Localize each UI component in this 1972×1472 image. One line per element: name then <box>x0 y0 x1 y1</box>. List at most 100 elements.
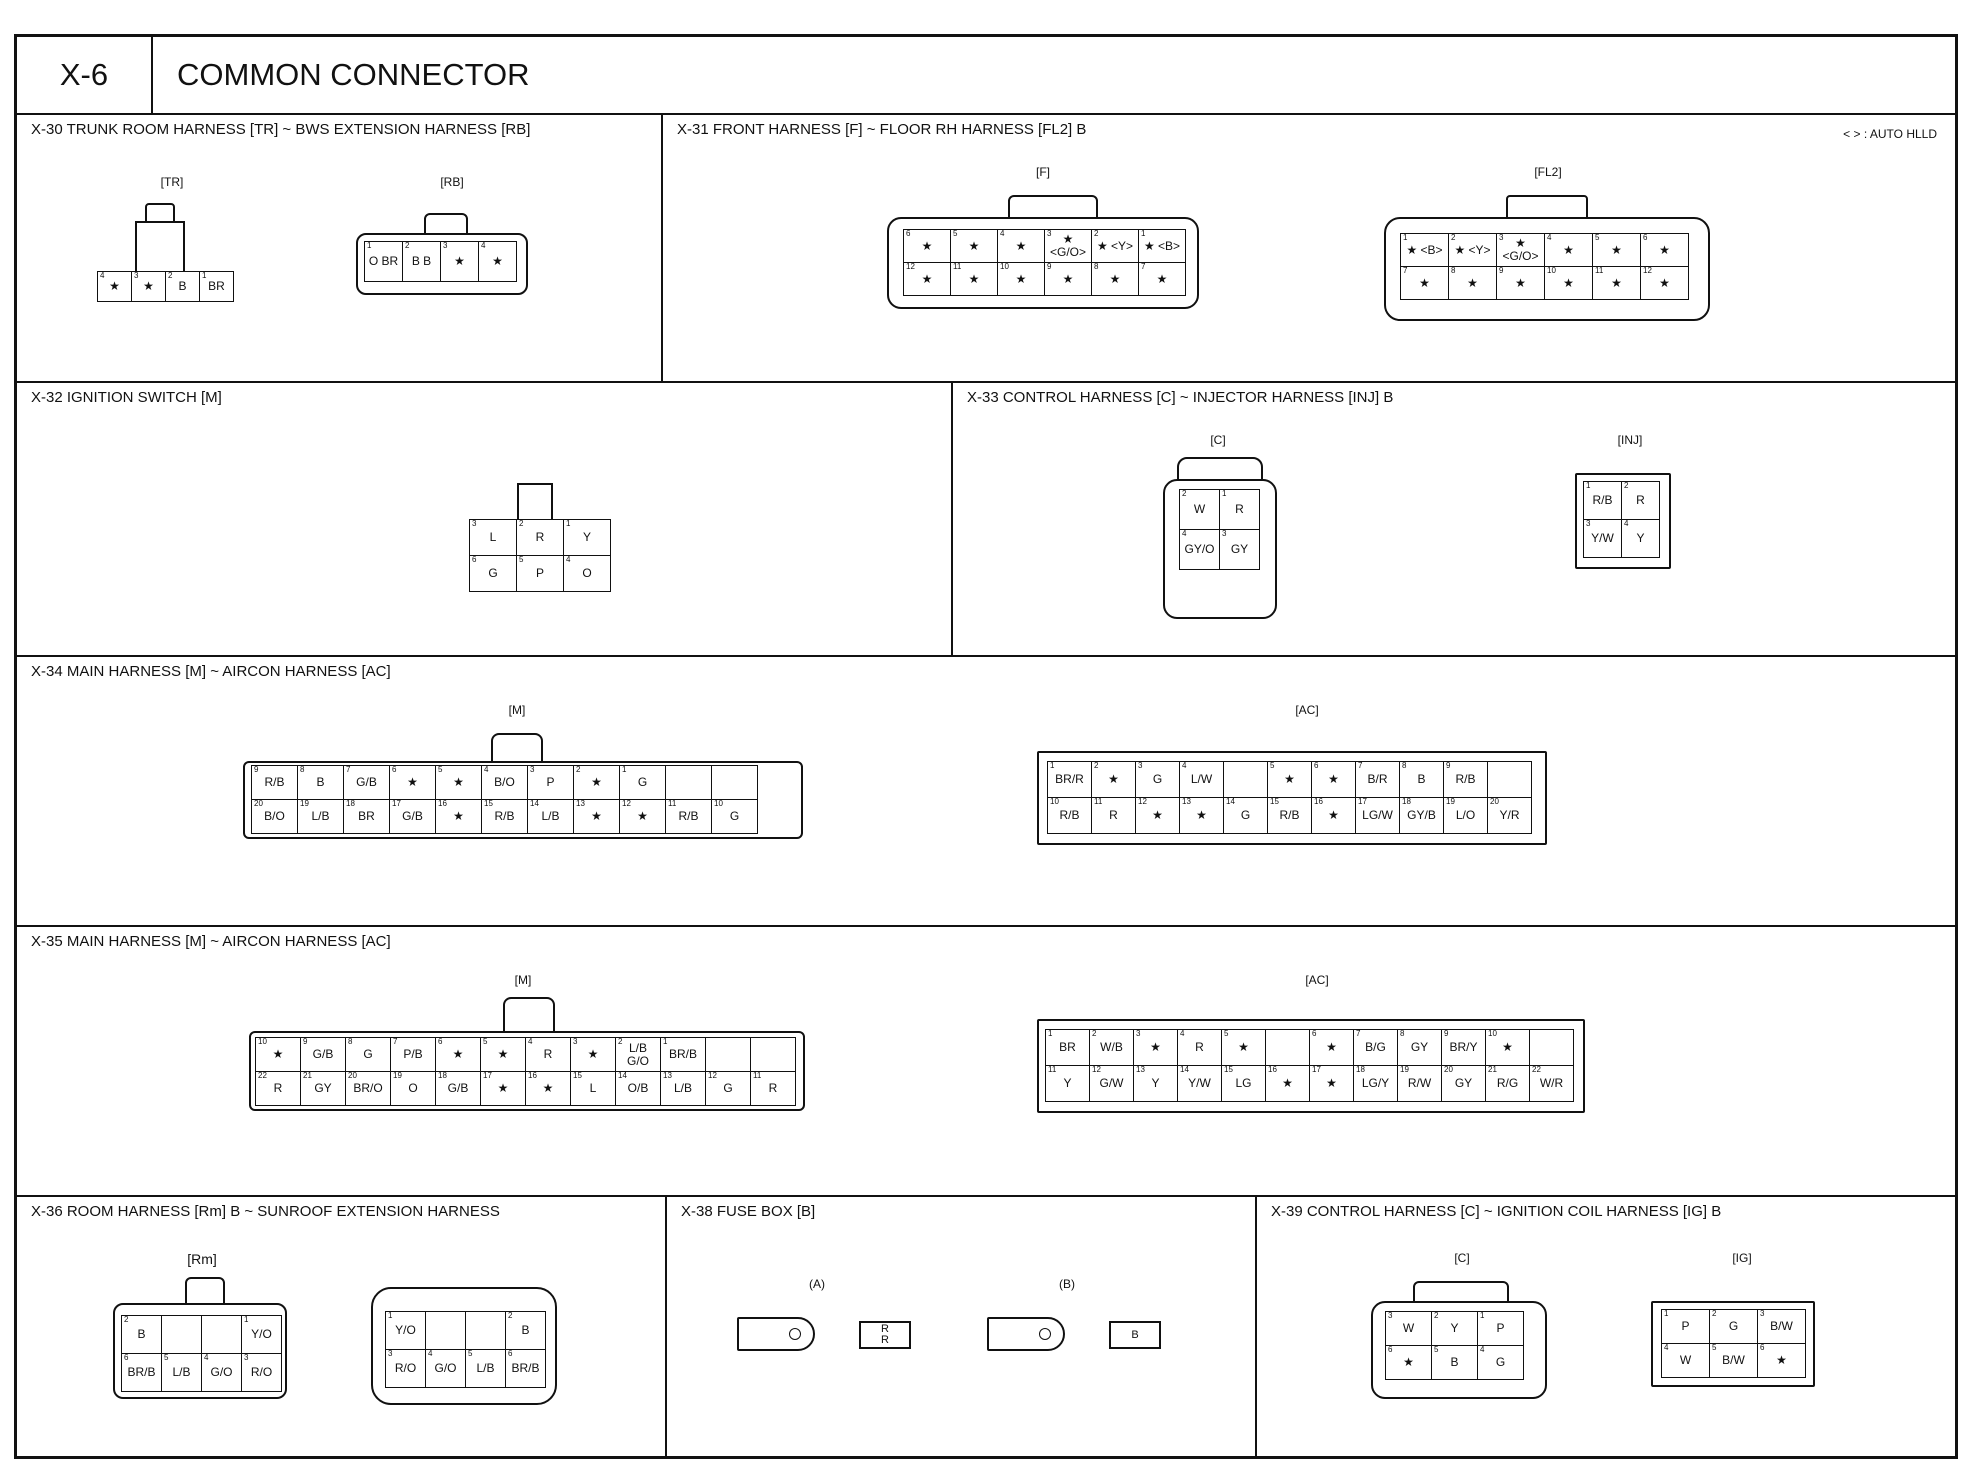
wire-color: ★ <box>1563 242 1574 257</box>
panel-x33: X-33 CONTROL HARNESS [C] ~ INJECTOR HARN… <box>953 383 1955 657</box>
pin-number: 2 <box>168 271 173 280</box>
panel-title: X-38 FUSE BOX [B] <box>681 1203 816 1220</box>
connector-label: [Rm] <box>187 1251 217 1267</box>
pin-number: 5 <box>438 765 443 774</box>
pin-number: 15 <box>1270 797 1279 806</box>
wire-color: R <box>1195 1040 1204 1055</box>
pin-cell <box>1224 762 1268 798</box>
wire-color: L/B G/O <box>626 1040 649 1068</box>
locking-tab <box>1008 195 1098 221</box>
pin-number: 4 <box>204 1353 209 1362</box>
panel-x35: X-35 MAIN HARNESS [M] ~ AIRCON HARNESS [… <box>17 927 1955 1197</box>
pin-number: 14 <box>618 1071 627 1080</box>
page-title: COMMON CONNECTOR <box>177 57 530 92</box>
pin-grid: 6★5★4★3★ <G/O>2★ <Y>1★ <B>12★11★10★9★8★7… <box>903 229 1186 296</box>
pin-number: 6 <box>124 1353 129 1362</box>
wire-color: ★ <box>1328 808 1339 823</box>
pin-number: 6 <box>1312 1029 1317 1038</box>
wire-color: B/O <box>494 775 515 790</box>
page-header: X-6 COMMON CONNECTOR <box>17 37 1955 115</box>
panel-x38: X-38 FUSE BOX [B] (A) R R (B) B <box>667 1197 1257 1459</box>
pin-cell-empty <box>712 766 758 800</box>
wire-color: W/B <box>1100 1040 1123 1055</box>
locking-tab <box>503 997 555 1033</box>
wire-color: R <box>273 1081 283 1096</box>
pin-number: 5 <box>1712 1343 1717 1352</box>
connector-label: [M] <box>508 703 526 717</box>
wire-color: LG/W <box>1362 808 1393 823</box>
wire-color: ★ <box>453 809 464 824</box>
panel-title: X-32 IGNITION SWITCH [M] <box>31 389 222 406</box>
wire-color: L/O <box>1455 808 1476 823</box>
pin-cell: 4★ <box>998 230 1045 263</box>
pin-number: 11 <box>753 1071 762 1080</box>
pin-cell: 5★ <box>436 766 482 800</box>
wire-color: Y <box>1063 1076 1072 1091</box>
pin-number: 5 <box>483 1037 488 1046</box>
pin-number: 2 <box>1094 761 1099 770</box>
panel-x31: X-31 FRONT HARNESS [F] ~ FLOOR RH HARNES… <box>663 115 1955 383</box>
panel-title: X-35 MAIN HARNESS [M] ~ AIRCON HARNESS [… <box>31 933 391 950</box>
wire-color: R <box>1109 808 1118 823</box>
pin-number: 4 <box>100 271 105 280</box>
panel-title: X-34 MAIN HARNESS [M] ~ AIRCON HARNESS [… <box>31 663 391 680</box>
pin-number: 8 <box>1400 1029 1405 1038</box>
pin-number: 1 <box>663 1037 668 1046</box>
wire-color: B/R <box>1367 772 1388 787</box>
wire-color: R R <box>881 1323 889 1346</box>
pin-number: 5 <box>519 555 524 564</box>
pin-number: 9 <box>254 765 259 774</box>
wire-color: ★ <box>1563 275 1574 290</box>
pin-number: 16 <box>528 1071 537 1080</box>
wire-color: P/B <box>403 1047 423 1062</box>
pin-cell: 5★ <box>481 1038 526 1072</box>
pin-cell: 2★ <Y> <box>1449 234 1497 267</box>
wire-label-box: R R <box>859 1321 911 1349</box>
wire-label-box: B <box>1109 1321 1161 1349</box>
pin-number: 1 <box>1048 1029 1053 1038</box>
pin-cell: 6★ <box>1312 762 1356 798</box>
wire-color: R <box>768 1081 778 1096</box>
locking-tab <box>424 213 468 235</box>
pin-number: 2 <box>1712 1309 1717 1318</box>
pin-cell: 6★ <box>436 1038 481 1072</box>
wire-color: ★ <box>1326 1076 1337 1091</box>
wire-color: GY/O <box>1184 542 1215 557</box>
wire-color: GY <box>1230 542 1249 557</box>
wire-color: ★ <box>1062 271 1074 286</box>
pin-number: 13 <box>1182 797 1191 806</box>
wire-color: B <box>521 1323 530 1338</box>
wire-color: R/W <box>1407 1076 1432 1091</box>
wire-color: ★ <box>497 1047 509 1062</box>
wire-color: ★ <box>407 775 418 790</box>
wire-color: G/O <box>210 1365 233 1380</box>
wire-color: R <box>1235 502 1244 517</box>
wire-color: L/W <box>1190 772 1213 787</box>
pin-number: 19 <box>393 1071 402 1080</box>
pin-cell-empty <box>751 1038 796 1072</box>
pin-cell: 2★ <box>574 766 620 800</box>
connector-label: [FL2] <box>1534 165 1562 179</box>
pin-number: 1 <box>1664 1309 1669 1318</box>
